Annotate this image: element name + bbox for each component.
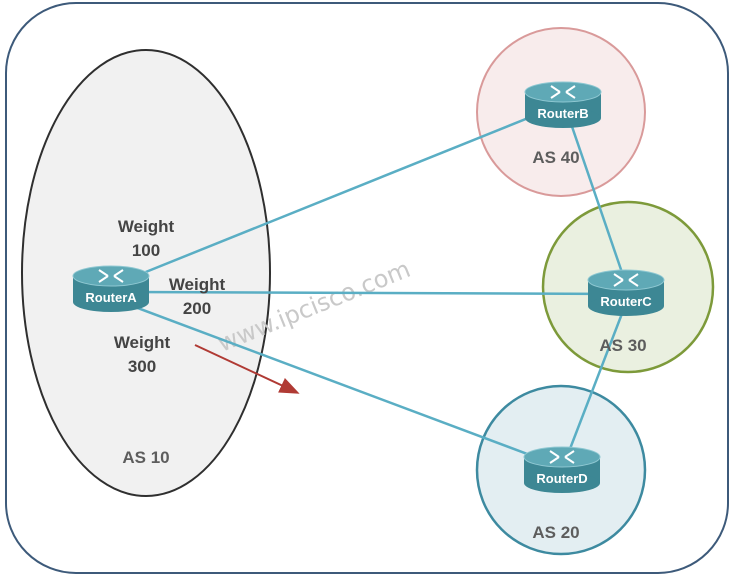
router-b-label: RouterB [537, 106, 588, 121]
router-b-bottom [525, 108, 601, 128]
router-b[interactable]: RouterB [524, 81, 602, 128]
weight-100-word: Weight [118, 217, 175, 236]
router-b-arrows-icon [550, 85, 576, 99]
router-a-top [72, 265, 150, 287]
as40-label: AS 40 [532, 148, 579, 167]
link-b-c [565, 111, 630, 291]
router-d-arrows-icon [549, 450, 575, 464]
router-c-bottom [588, 296, 664, 316]
router-c-arrows-icon [613, 273, 639, 287]
weight-100-value: 100 [132, 241, 160, 260]
router-d-top [523, 446, 601, 468]
router-a-arrows-icon [98, 269, 124, 283]
as30-label: AS 30 [599, 336, 646, 355]
weight-200-value: 200 [183, 299, 211, 318]
router-d-bottom [524, 473, 600, 493]
weight-300-value: 300 [128, 357, 156, 376]
router-d[interactable]: RouterD [523, 446, 601, 493]
router-c-label: RouterC [600, 294, 652, 309]
path-arrow [194, 344, 300, 394]
router-a[interactable]: RouterA [72, 265, 150, 312]
router-c[interactable]: RouterC [587, 269, 665, 316]
link-a-c [110, 290, 627, 296]
weight-200-word: Weight [169, 275, 226, 294]
weight-300-word: Weight [114, 333, 171, 352]
router-c-top [587, 269, 665, 291]
router-d-label: RouterD [536, 471, 587, 486]
as10-label: AS 10 [122, 448, 169, 467]
link-a-b [110, 102, 564, 288]
link-c-d [561, 297, 630, 468]
router-a-label: RouterA [85, 290, 137, 305]
router-a-bottom [73, 292, 149, 312]
link-a-d [110, 296, 563, 469]
as20-label: AS 20 [532, 523, 579, 542]
router-b-top [524, 81, 602, 103]
